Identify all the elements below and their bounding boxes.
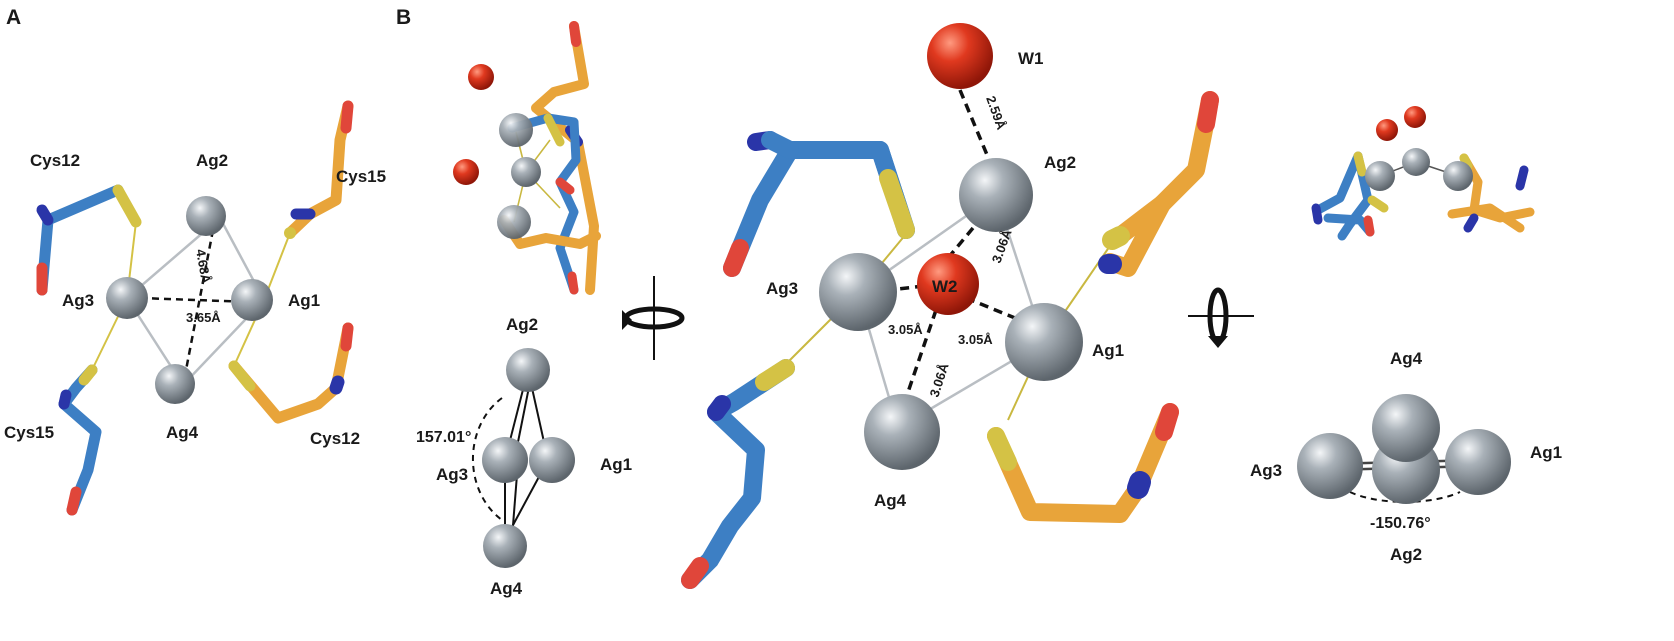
- panel-b-side-ag-atom-3: [497, 205, 531, 239]
- panel-a-ag2-atom: [186, 196, 226, 236]
- panel-a: A: [4, 6, 386, 516]
- panel-a-ag1-atom: [231, 279, 273, 321]
- panel-b-torsion-ag1-label: Ag1: [1530, 443, 1562, 462]
- panel-b-main-ag2-label: Ag2: [1044, 153, 1076, 172]
- panel-b-main-ag1-atom: [1005, 303, 1083, 381]
- panel-b-dihedral-ag2-label: Ag2: [506, 315, 538, 334]
- panel-b-top-water-1: [1376, 119, 1398, 141]
- panel-b-torsion-ag4-label: Ag4: [1390, 349, 1423, 368]
- panel-b-top-ag-atom-1: [1365, 161, 1395, 191]
- panel-b-main-ag2-atom: [959, 158, 1033, 232]
- panel-b-main-w1-atom: [927, 23, 993, 89]
- panel-b-dihedral-ag1-label: Ag1: [600, 455, 632, 474]
- panel-a-cys15-bottom-stick: [58, 297, 128, 516]
- panel-b-main-ag3-atom: [819, 253, 897, 331]
- panel-a-distance-lines: [139, 229, 251, 371]
- panel-b-torsion-ag4-atom: [1372, 394, 1440, 462]
- panel-b-side-view-top: [453, 21, 601, 295]
- panel-b-main-distance-w2-ag4: 3.06Å: [927, 361, 952, 399]
- panel-a-cys12-bottom-label: Cys12: [310, 429, 360, 448]
- panel-b-main-distance-w2-ag3: 3.05Å: [888, 322, 923, 337]
- panel-a-ag3-label: Ag3: [62, 291, 94, 310]
- panel-b-main-w2-label: W2: [932, 277, 958, 296]
- panel-b-dihedral-ag4-atom: [483, 524, 527, 568]
- panel-b-torsion-ag2-label: Ag2: [1390, 545, 1422, 564]
- panel-a-ag4-label: Ag4: [166, 423, 199, 442]
- panel-b-main-ag1-label: Ag1: [1092, 341, 1124, 360]
- panel-a-distance-ag2-ag4: 4.68Å: [193, 248, 214, 285]
- panel-a-cys15-top-label: Cys15: [336, 167, 386, 186]
- panel-a-cys12-top-stick: [36, 184, 142, 299]
- panel-a-ag3-atom: [106, 277, 148, 319]
- panel-b-dihedral-ag3-label: Ag3: [436, 465, 468, 484]
- panel-b-dihedral-arc-left: [472, 397, 503, 521]
- panel-b-side-water-1: [468, 64, 494, 90]
- panel-b-torsion-view: Ag4 Ag3 Ag1 -150.76° Ag2: [1250, 349, 1562, 564]
- panel-b-top-water-2: [1404, 106, 1426, 128]
- panel-a-cys15-top-stick: [263, 100, 354, 301]
- panel-b-main-ag3-label: Ag3: [766, 279, 798, 298]
- panel-b-dihedral-ag4-label: Ag4: [490, 579, 523, 598]
- panel-b-main-distance-w1-ag2: 2.59Å: [983, 94, 1009, 132]
- panel-b-torsion-ag3-atom: [1297, 433, 1363, 499]
- panel-a-cys12-top-label: Cys12: [30, 151, 80, 170]
- panel-b: B: [396, 6, 1562, 598]
- panel-b-side-ag-atom-2: [511, 157, 541, 187]
- panel-b-top-ag-atom-3: [1443, 161, 1473, 191]
- panel-a-letter: A: [6, 6, 21, 29]
- panel-b-top-ag-atom-2: [1402, 148, 1430, 176]
- panel-b-dihedral-ag2-atom: [506, 348, 550, 392]
- panel-a-ag4-atom: [155, 364, 195, 404]
- panel-b-dihedral-view: Ag2 157.01° Ag3 Ag1 Ag4: [416, 315, 632, 598]
- panel-b-side-ag-atom-1: [499, 113, 533, 147]
- panel-b-top-view: [1311, 106, 1535, 241]
- panel-b-main-distance-w2-ag1: 3.05Å: [958, 332, 993, 347]
- panel-b-torsion-angle-label: -150.76°: [1370, 515, 1431, 532]
- panel-b-dihedral-angle-label: 157.01°: [416, 429, 471, 446]
- panel-b-dihedral-ag3-atom: [482, 437, 528, 483]
- panel-b-main-ag4-label: Ag4: [874, 491, 907, 510]
- panel-a-distance-ag3-ag1: 3.65Å: [186, 310, 221, 325]
- panel-a-ag1-label: Ag1: [288, 291, 320, 310]
- panel-b-main-ag4-atom: [864, 394, 940, 470]
- panel-b-letter: B: [396, 6, 411, 29]
- panel-b-main-view: W1 Ag2 Ag3 W2 Ag1 Ag4 2.59Å 3.06Å 3.05Å …: [681, 23, 1219, 589]
- panel-b-dihedral-ag1-atom: [529, 437, 575, 483]
- panel-a-cys15-bottom-label: Cys15: [4, 423, 54, 442]
- panel-b-main-w2-atom: [917, 253, 979, 315]
- panel-a-ag2-label: Ag2: [196, 151, 228, 170]
- rotation-arrow-horizontal-icon: [1188, 287, 1254, 348]
- panel-b-torsion-ag3-label: Ag3: [1250, 461, 1282, 480]
- rotation-arrow-vertical-icon: [622, 276, 685, 360]
- panel-b-side-water-2: [453, 159, 479, 185]
- panel-b-main-w1-label: W1: [1018, 49, 1044, 68]
- panel-b-torsion-ag1-atom: [1445, 429, 1511, 495]
- panel-b-main-distance-w2-ag2: 3.06Å: [989, 227, 1015, 265]
